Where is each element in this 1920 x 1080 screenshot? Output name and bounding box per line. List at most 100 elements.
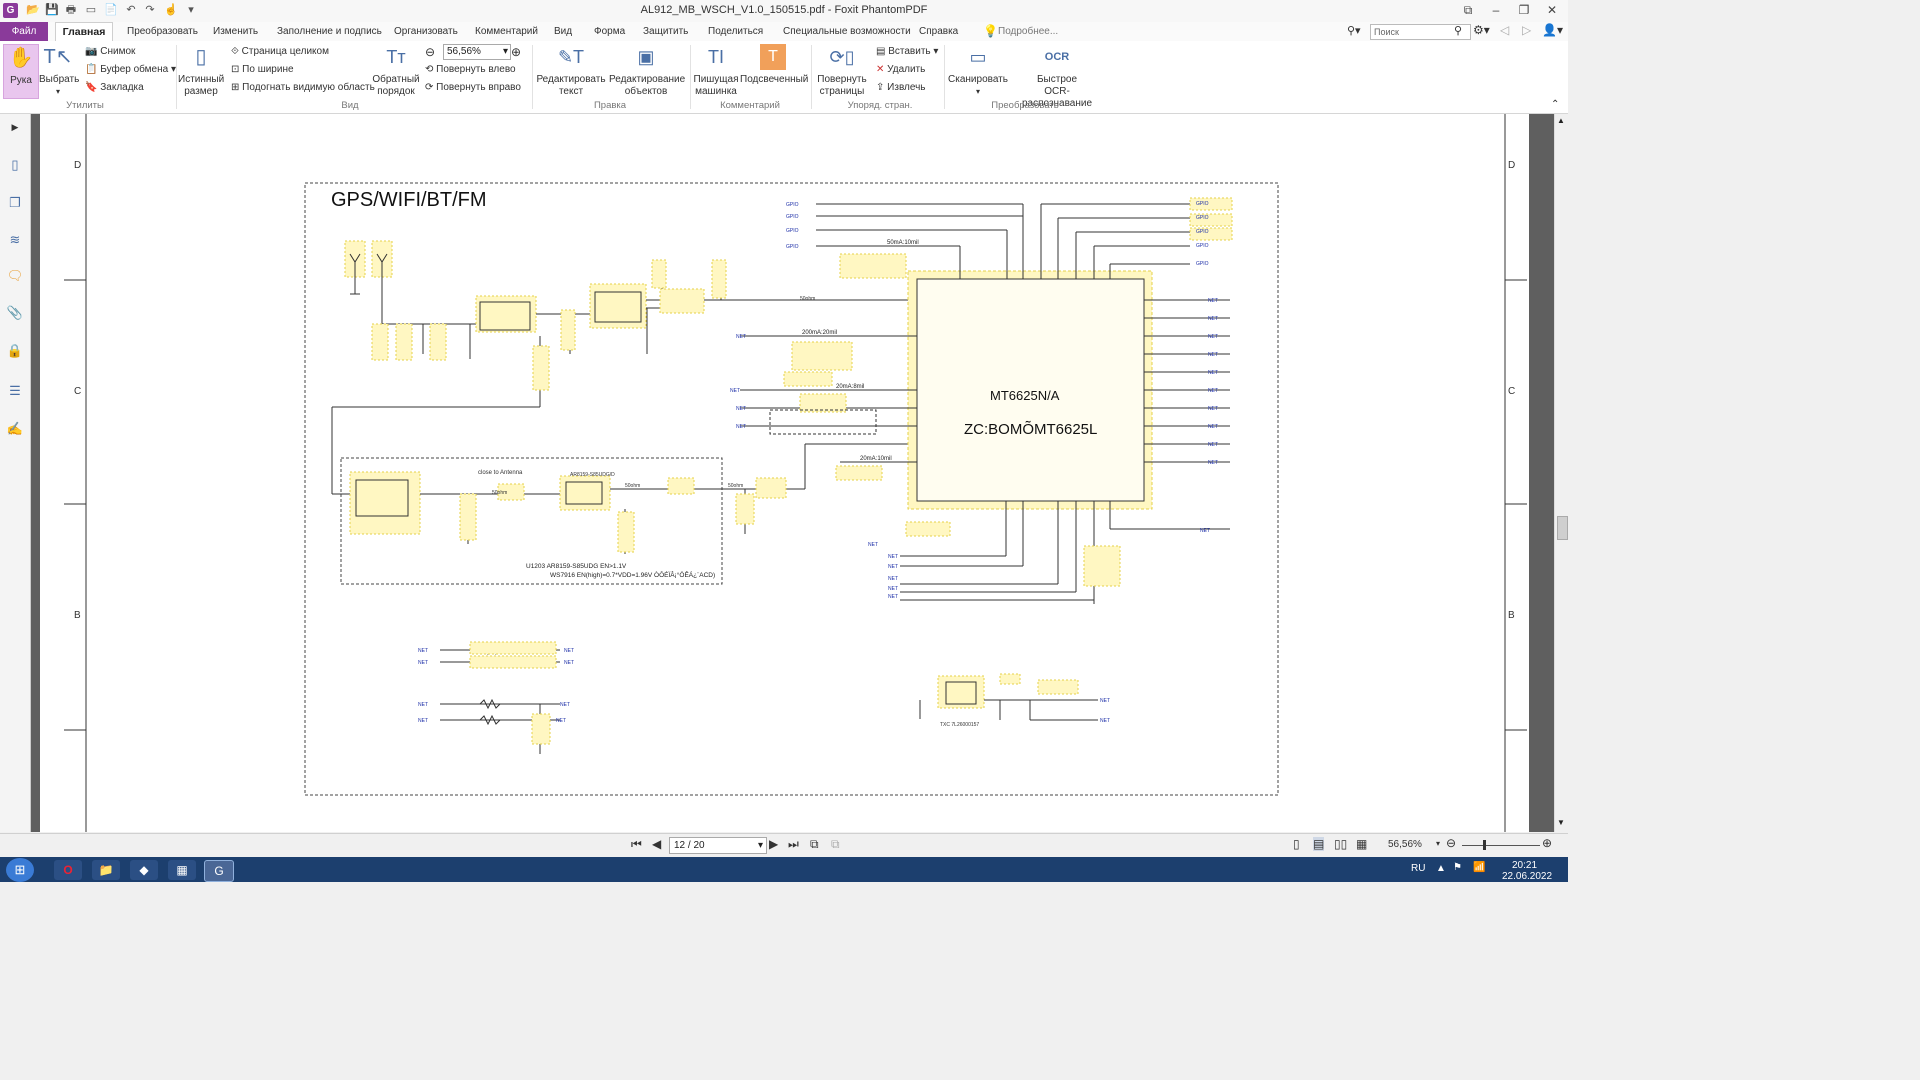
zoom-in-icon[interactable]: ⊕: [511, 45, 522, 59]
print-icon[interactable]: 🖶: [65, 4, 77, 16]
create-icon[interactable]: ▭: [85, 4, 97, 16]
undo-icon[interactable]: ↶: [126, 4, 136, 16]
app-logo-icon[interactable]: G: [3, 3, 18, 18]
layers-panel-icon[interactable]: ≋: [9, 232, 21, 247]
page-number-input[interactable]: 12 / 20▾: [669, 837, 767, 854]
insert-button[interactable]: ▤ Вставить ▾: [876, 46, 939, 57]
home-tab[interactable]: Главная: [55, 22, 113, 43]
maximize-button[interactable]: ❐: [1518, 3, 1530, 17]
rotate-right-button[interactable]: ⟳ Повернуть вправо: [425, 82, 521, 93]
zoom-out-icon[interactable]: ⊖: [425, 45, 436, 59]
zoom-out-icon[interactable]: ⊖: [1446, 836, 1457, 850]
continuous-facing-icon[interactable]: ▦: [1356, 837, 1368, 851]
opera-taskbar-icon[interactable]: O: [54, 860, 82, 880]
tab-share[interactable]: Поделиться: [708, 26, 764, 37]
last-page-icon[interactable]: ⏭: [788, 837, 799, 851]
tray-arrow-icon[interactable]: ▲: [1436, 863, 1446, 874]
rotate-left-button[interactable]: ⟲ Повернуть влево: [425, 64, 516, 75]
single-page-icon[interactable]: ▯: [1293, 837, 1300, 851]
scrollbar-thumb[interactable]: [1557, 516, 1568, 540]
minimize-button[interactable]: –: [1492, 3, 1500, 17]
tab-accessibility[interactable]: Специальные возможности: [783, 26, 911, 37]
save-icon[interactable]: 💾: [45, 4, 59, 16]
zoom-slider[interactable]: [1462, 845, 1540, 846]
tab-edit[interactable]: Изменить: [213, 26, 259, 37]
foxit-taskbar-icon[interactable]: G: [204, 860, 234, 882]
copy-view-icon[interactable]: ⧉: [810, 837, 819, 851]
tab-comment[interactable]: Комментарий: [475, 26, 538, 37]
lightbulb-icon[interactable]: 💡: [983, 24, 998, 38]
clipboard-button[interactable]: 📋 Буфер обмена ▾: [85, 64, 176, 75]
highlight-button[interactable]: T Подсвеченный: [740, 44, 808, 86]
comments-panel-icon[interactable]: 🗨: [6, 268, 24, 283]
form-panel-icon[interactable]: ☰: [9, 383, 21, 398]
settings-icon[interactable]: ⚙▾: [1473, 23, 1490, 37]
attachments-panel-icon[interactable]: 📎: [6, 305, 24, 320]
next-page-icon[interactable]: ▶: [769, 837, 779, 851]
language-indicator[interactable]: RU: [1411, 863, 1426, 874]
open-icon[interactable]: 📂: [26, 4, 40, 16]
hand-tool-icon[interactable]: ☝: [164, 4, 178, 16]
typewriter-button[interactable]: TI Пишущая машинка: [692, 44, 740, 98]
tab-form[interactable]: Форма: [594, 26, 626, 37]
collapse-ribbon-icon[interactable]: ⌃: [1551, 99, 1560, 110]
hand-button[interactable]: ✋ Рука: [3, 44, 39, 99]
back-icon[interactable]: ◁: [1500, 23, 1510, 37]
tab-organize[interactable]: Организовать: [394, 26, 458, 37]
forward-icon[interactable]: ▷: [1522, 23, 1532, 37]
edit-object-button[interactable]: ▣ Редактирование объектов: [609, 44, 685, 98]
close-button[interactable]: ✕: [1546, 3, 1558, 17]
zoom-in-icon[interactable]: ⊕: [1542, 836, 1553, 850]
snapshot-button[interactable]: 📷 Снимок: [85, 46, 135, 57]
pages-panel-icon[interactable]: ❐: [9, 195, 21, 210]
ocr-button[interactable]: OCR Быстрое OCR-распознавание: [1010, 44, 1104, 110]
signature-panel-icon[interactable]: ✍: [6, 421, 24, 436]
vertical-scrollbar[interactable]: ▲ ▼: [1554, 114, 1569, 832]
network-icon[interactable]: 📶: [1473, 862, 1486, 873]
prev-page-icon[interactable]: ◀: [652, 837, 662, 851]
flag-icon[interactable]: ⚑: [1453, 862, 1462, 873]
window-restore-icon[interactable]: ⧉: [1463, 3, 1473, 17]
redo-icon[interactable]: ↷: [145, 4, 155, 16]
scan-button[interactable]: ▭ Сканировать ▾: [946, 44, 1010, 98]
zoom-readout[interactable]: 56,56%: [1388, 839, 1422, 850]
first-page-icon[interactable]: ⏮: [631, 837, 642, 851]
actual-size-button[interactable]: ▯ Истинный размер: [178, 44, 224, 98]
tab-help[interactable]: Справка: [919, 26, 959, 37]
edit-text-button[interactable]: ✎T Редактировать текст: [534, 44, 608, 98]
security-panel-icon[interactable]: 🔒: [6, 343, 24, 358]
scroll-down-icon[interactable]: ▼: [1557, 818, 1565, 827]
tab-fill-sign[interactable]: Заполнение и подпись: [277, 26, 382, 37]
rotate-pages-button[interactable]: ⟳▯ Повернуть страницы: [813, 44, 871, 98]
winrar-taskbar-icon[interactable]: ▦: [168, 860, 196, 880]
search-icon[interactable]: ⚲: [1454, 25, 1463, 37]
tab-view[interactable]: Вид: [554, 26, 573, 37]
search-input[interactable]: Поиск: [1370, 24, 1471, 40]
find-dropdown-icon[interactable]: ⚲▾: [1347, 25, 1361, 37]
fit-visible-button[interactable]: ⊞ Подогнать видимую область: [231, 82, 375, 93]
split-view-icon[interactable]: ⧉: [831, 837, 840, 851]
fit-width-button[interactable]: ⊡ По ширине: [231, 64, 294, 75]
scroll-up-icon[interactable]: ▲: [1557, 116, 1565, 125]
app-taskbar-icon[interactable]: ◆: [130, 860, 158, 880]
delete-button[interactable]: ✕ Удалить: [876, 64, 925, 75]
clock-date[interactable]: 22.06.2022: [1502, 871, 1553, 882]
new-doc-icon[interactable]: 📄: [104, 4, 118, 16]
continuous-page-icon[interactable]: ▤: [1313, 837, 1325, 851]
user-icon[interactable]: 👤▾: [1542, 23, 1563, 37]
extract-button[interactable]: ⇪ Извлечь: [876, 82, 926, 93]
expand-pane-icon[interactable]: ▶: [11, 122, 19, 132]
file-tab[interactable]: Файл: [0, 22, 48, 41]
bookmark-button[interactable]: 🔖 Закладка: [85, 82, 144, 93]
tab-convert[interactable]: Преобразовать: [127, 26, 198, 37]
zoom-slider-handle[interactable]: [1483, 840, 1486, 850]
select-button[interactable]: T↖ Выбрать ▾: [39, 44, 79, 98]
clock-time[interactable]: 20:21: [1512, 860, 1538, 871]
start-button[interactable]: ⊞: [6, 858, 34, 882]
bookmarks-panel-icon[interactable]: ▯: [11, 157, 19, 172]
zoom-select[interactable]: 56,56%▾: [443, 44, 511, 60]
fit-page-button[interactable]: ⟐ Страница целиком: [231, 46, 329, 57]
reverse-order-button[interactable]: Tт Обратный порядок: [372, 44, 420, 98]
tell-me-input[interactable]: Подробнее...: [998, 26, 1059, 37]
zoom-dropdown-icon[interactable]: ▾: [1436, 839, 1441, 848]
